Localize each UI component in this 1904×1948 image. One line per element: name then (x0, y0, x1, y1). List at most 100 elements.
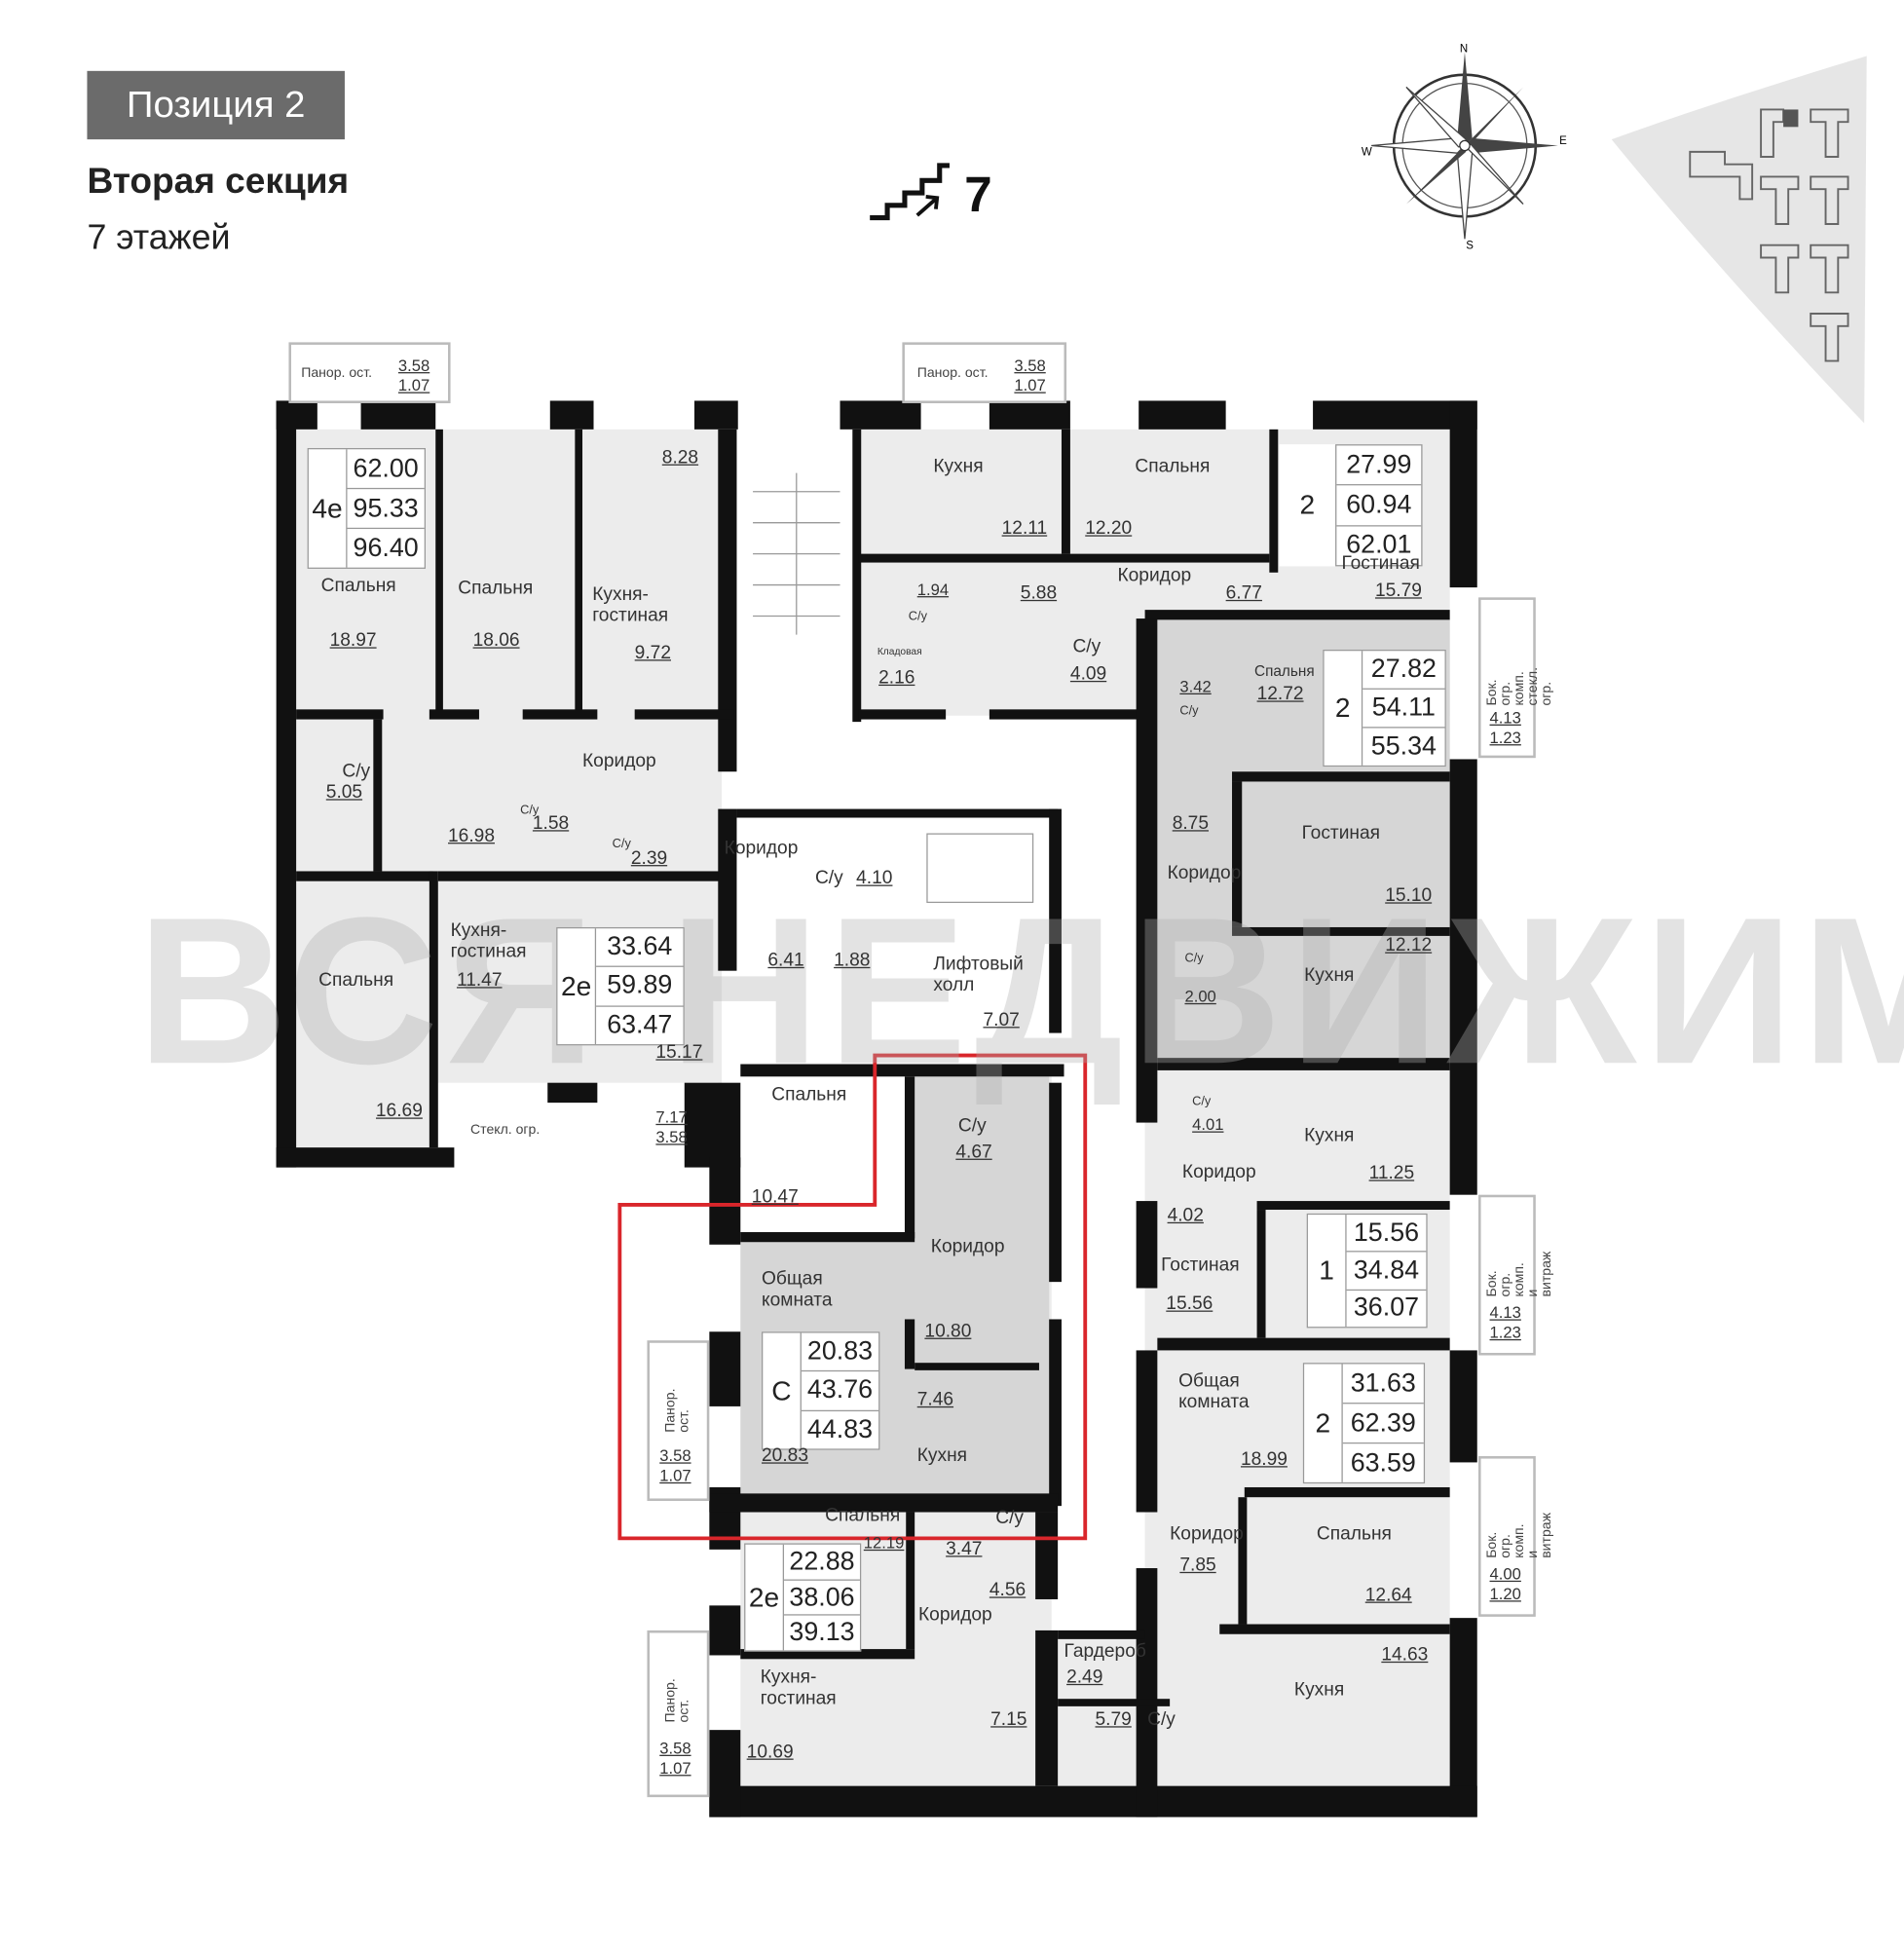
apartment-type: 2е (557, 928, 597, 1045)
compass-e: E (1559, 135, 1567, 147)
room-label: Кухня (1304, 1125, 1355, 1146)
balcony-label: Бок. огр. комп. и витраж (1484, 1251, 1554, 1297)
section-title: Вторая секция (87, 162, 350, 203)
balcony-area: 4.13 (1489, 1302, 1521, 1323)
balcony-area: 3.58 (659, 1739, 691, 1758)
room-area: 15.79 (1374, 580, 1422, 602)
room-area: 7.15 (990, 1708, 1027, 1731)
balcony: Бок. огр. комп. стекл. огр. 4.13 1.23 (1478, 597, 1554, 759)
living-area: 62.00 (347, 449, 425, 490)
room-area: 12.19 (863, 1533, 905, 1553)
room-area: 4.67 (955, 1141, 992, 1163)
room-label: С/у (520, 804, 540, 818)
room-label: Кухня- гостиная (450, 919, 527, 962)
room-area: 4.09 (1069, 663, 1107, 685)
room-label: Коридор (1117, 565, 1192, 586)
total-area: 34.84 (1346, 1253, 1427, 1291)
room-area: 15.10 (1385, 884, 1433, 907)
room-area: 8.28 (661, 446, 699, 468)
room-label: Кухня (933, 455, 984, 477)
site-minimap (1611, 56, 1867, 424)
room-area: 12.12 (1385, 934, 1433, 956)
room-label: Кухня- гостиная (592, 583, 669, 626)
apartment-type: 2 (1325, 651, 1363, 766)
living-area: 33.64 (596, 928, 684, 968)
room-label: Общая комната (762, 1268, 833, 1311)
room-area: 18.99 (1240, 1448, 1288, 1471)
room-area: 5.79 (1095, 1708, 1132, 1731)
room-area: 3.47 (946, 1538, 983, 1560)
room-area: 18.97 (329, 629, 377, 652)
total-area-with-balcony: 62.01 (1346, 530, 1412, 560)
total-area-with-balcony: 36.07 (1353, 1293, 1420, 1323)
room-area: 11.25 (1368, 1162, 1415, 1184)
room-label: Кухня (1304, 964, 1355, 987)
room-label: Гостиная (1161, 1255, 1240, 1276)
room-area: 4.01 (1192, 1114, 1224, 1135)
room-area: 2.49 (1066, 1666, 1103, 1688)
living-area: 20.83 (801, 1333, 879, 1372)
room-label: Гардероб (1064, 1640, 1146, 1662)
total-area: 62.39 (1342, 1404, 1424, 1444)
room-area: 5.05 (325, 781, 363, 804)
balcony-area: 3.58 (659, 1445, 691, 1465)
balcony: Панор. ост. 3.58 1.07 (288, 342, 451, 404)
room-area: 5.88 (1020, 582, 1058, 604)
total-area-with-balcony: 55.34 (1370, 731, 1437, 761)
room-label: С/у (1072, 635, 1101, 657)
room-area: 1.94 (916, 580, 950, 599)
balcony-label: Панор. ост. (663, 1678, 692, 1723)
room-label: С/у (957, 1114, 987, 1137)
room-label: Спальня (1316, 1523, 1392, 1545)
balcony: Панор. ост. 3.58 1.07 (647, 1340, 710, 1502)
room-area: 14.63 (1381, 1643, 1429, 1666)
room-area: 7.07 (983, 1009, 1020, 1031)
balcony-label: Бок. огр. комп. и витраж (1484, 1513, 1554, 1558)
room-area: 4.10 (856, 867, 893, 889)
balcony-area: 4.13 (1489, 708, 1521, 728)
room-label: Спальня (318, 969, 394, 992)
glass-railing-label: Стекл. огр. (470, 1122, 541, 1138)
glass-railing-area: 7.17 (655, 1107, 688, 1127)
room-area: 2.16 (878, 666, 915, 689)
apartment-type: 2е (745, 1544, 785, 1651)
room-area: 10.69 (746, 1741, 794, 1763)
room-area: 16.98 (448, 825, 495, 846)
total-area: 43.76 (801, 1372, 879, 1411)
room-label: С/у (1147, 1708, 1176, 1731)
room-label: Общая комната (1178, 1369, 1250, 1413)
apartment-type: 2 (1299, 489, 1316, 521)
room-area: 8.75 (1172, 812, 1210, 835)
balcony: Бок. огр. комп. и витраж 4.00 1.20 (1478, 1456, 1554, 1617)
room-label: С/у (342, 760, 371, 782)
room-area: 6.41 (767, 949, 804, 971)
balcony-reduced-area: 1.07 (1014, 375, 1046, 395)
position-badge: Позиция 2 (87, 70, 345, 140)
balcony-area: 3.58 (1014, 356, 1046, 375)
balcony-reduced-area: 1.07 (659, 1758, 691, 1778)
room-label: Спальня (825, 1504, 901, 1526)
room-label: С/у (814, 867, 843, 889)
apartment-type: 1 (1308, 1215, 1347, 1328)
total-area: 60.94 (1336, 486, 1422, 527)
total-area: 59.89 (596, 967, 684, 1007)
room-label: С/у (995, 1507, 1024, 1529)
balcony-label: Бок. огр. комп. стекл. огр. (1484, 666, 1554, 706)
living-area: 27.99 (1336, 445, 1422, 486)
room-label: Кухня (916, 1444, 968, 1467)
room-area: 11.47 (456, 969, 503, 992)
balcony-label: Панор. ост. (663, 1388, 692, 1433)
balcony-reduced-area: 1.20 (1489, 1584, 1521, 1603)
room-area: 1.58 (532, 812, 570, 835)
balcony-label: Панор. ост. (301, 365, 373, 382)
total-area: 54.11 (1363, 690, 1445, 729)
room-label: С/у (908, 610, 927, 624)
